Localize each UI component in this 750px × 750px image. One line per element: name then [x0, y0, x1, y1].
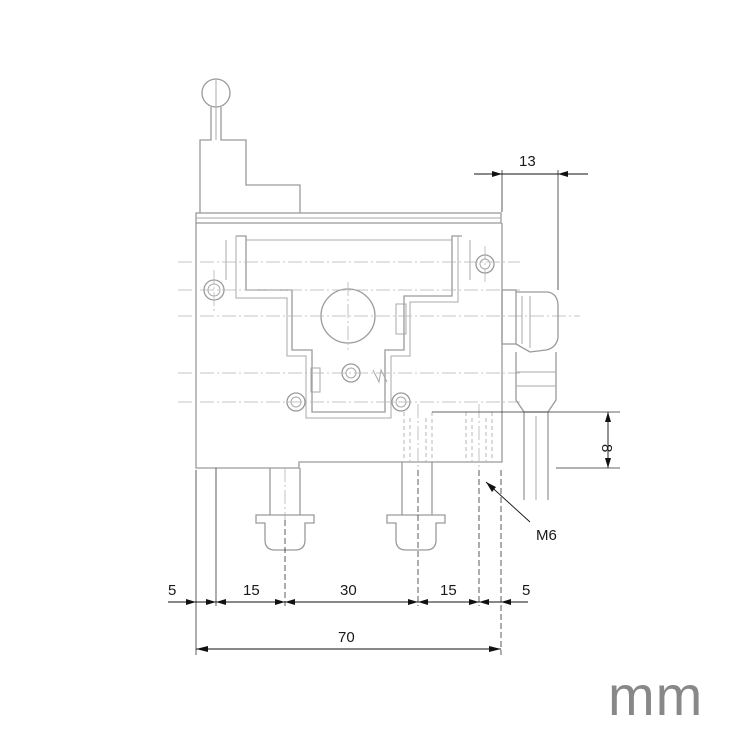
- thread-leader: [485, 481, 531, 523]
- threaded-holes: [403, 404, 493, 470]
- lever-actuator: [199, 78, 301, 213]
- dim-connector: 13: [519, 153, 536, 170]
- switch-body: [195, 223, 503, 469]
- unit-label: mm: [608, 664, 704, 727]
- center-lines: [178, 246, 580, 403]
- top-plate: [195, 212, 502, 224]
- dim-right-offset: 5: [522, 582, 530, 599]
- mounting-bolts: [255, 462, 446, 551]
- dim-left-bolt: 15: [243, 582, 260, 599]
- dim-left-offset: 5: [168, 582, 176, 599]
- cable-connector: [501, 289, 559, 500]
- thread-label: M6: [536, 527, 557, 544]
- dim-bolt-spacing: 30: [340, 582, 357, 599]
- dimension-chain: [168, 171, 611, 652]
- extension-lines: [195, 170, 620, 655]
- dim-overall-width: 70: [338, 629, 355, 646]
- dim-right-bolt: 15: [440, 582, 457, 599]
- dim-thread-depth: 8: [598, 444, 615, 452]
